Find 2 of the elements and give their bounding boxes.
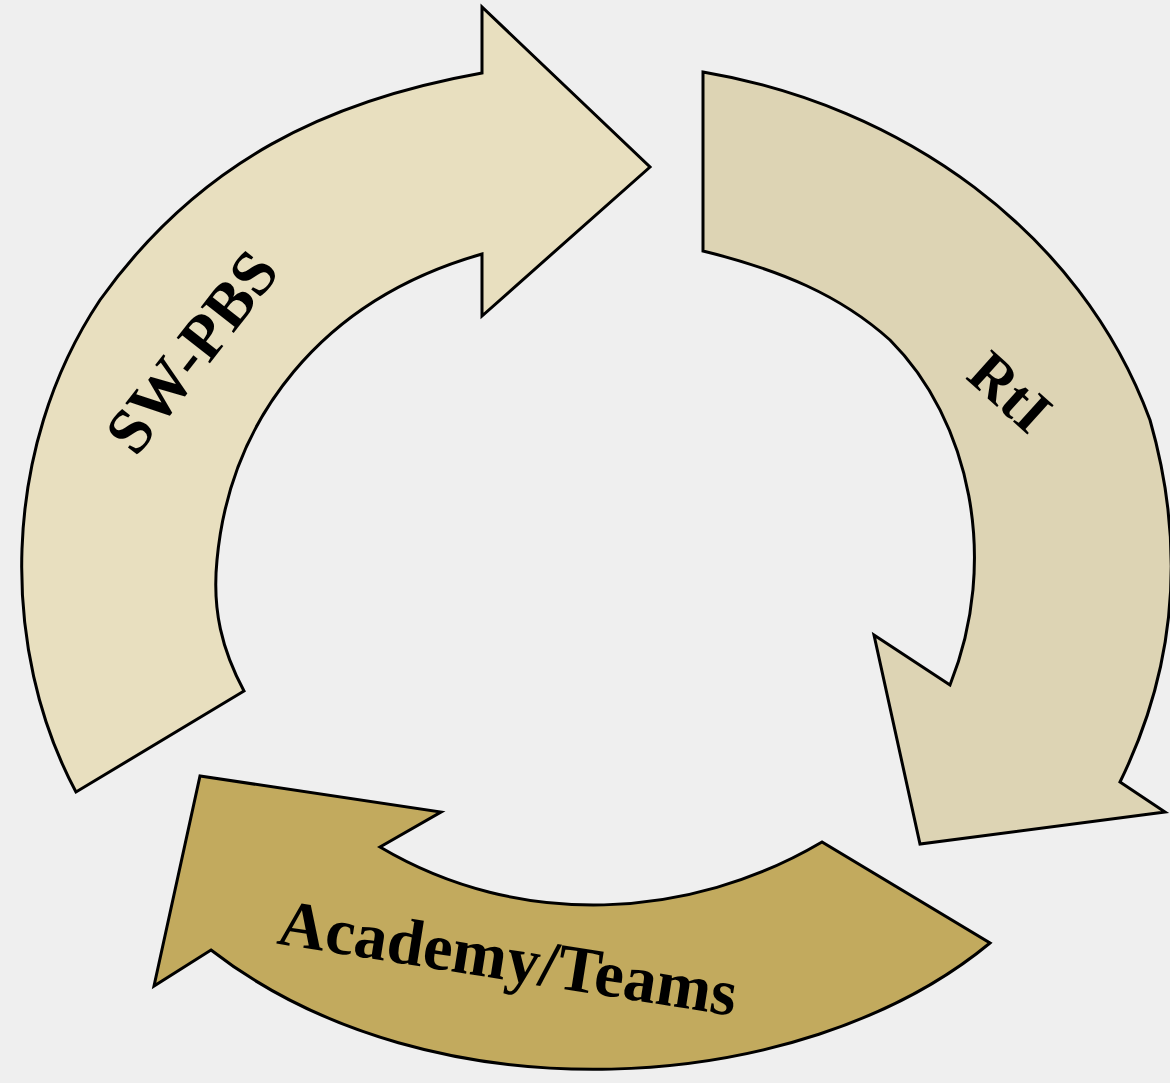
arrow-label: RtI bbox=[957, 340, 1063, 444]
arrow-label: Academy/Teams bbox=[274, 889, 742, 1027]
